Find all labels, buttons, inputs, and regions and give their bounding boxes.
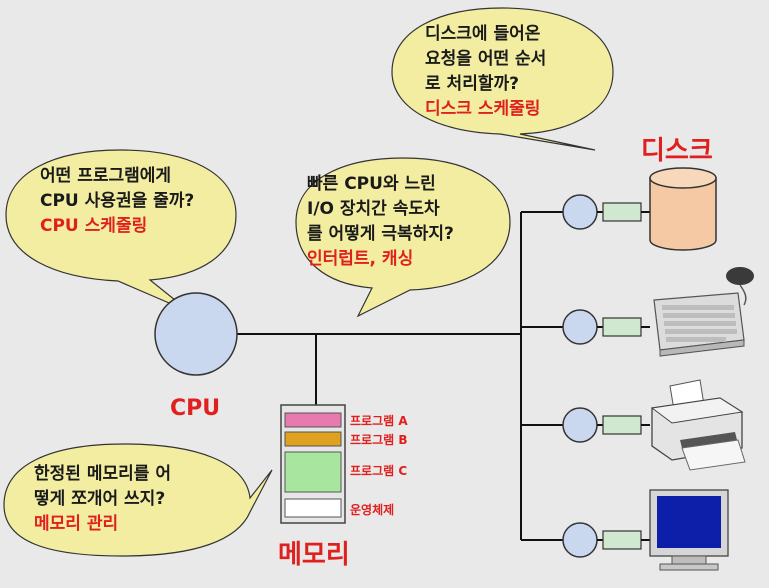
io-bubble-text: 빠른 CPU와 느린 I/O 장치간 속도차 를 어떻게 극복하지? 인터럽트,… (307, 172, 454, 272)
disk-icon (649, 167, 717, 251)
cpu-label: CPU (170, 396, 221, 421)
cpu-answer: CPU 스케줄링 (40, 216, 148, 236)
io-answer: 인터럽트, 캐싱 (307, 249, 414, 269)
memory-question-line: 한정된 메모리를 어 (34, 464, 171, 484)
memory-block-label: 프로그램 B (350, 433, 408, 447)
disk-bubble (391, 7, 614, 151)
printer-icon (650, 379, 746, 471)
memory-bubble-text: 한정된 메모리를 어 떻게 쪼개어 쓰지? 메모리 관리 (34, 462, 171, 537)
keyboard-icon (653, 267, 754, 357)
io-question-line: I/O 장치간 속도차 (307, 199, 440, 219)
memory-bubble (3, 443, 273, 557)
monitor-controller (562, 522, 650, 558)
disk-bubble-text: 디스크에 들어온 요청을 어떤 순서 로 처리할까? 디스크 스케줄링 (425, 22, 546, 122)
disk-question-line: 로 처리할까? (425, 74, 519, 94)
io-bubble (295, 157, 511, 318)
disk-controller (562, 194, 650, 230)
disk-label: 디스크 (641, 136, 713, 166)
memory-block-label: 운영체제 (350, 503, 395, 517)
disk-question-line: 디스크에 들어온 (425, 24, 541, 44)
printer-controller (562, 407, 650, 443)
io-question-line: 를 어떻게 극복하지? (307, 224, 454, 244)
memory-label: 메모리 (278, 540, 350, 570)
cpu-question-line: CPU 사용권을 줄까? (40, 191, 195, 211)
cpu-bubble-text: 어떤 프로그램에게 CPU 사용권을 줄까? CPU 스케줄링 (40, 164, 194, 239)
keyboard-controller (562, 309, 650, 345)
cpu-question-line: 어떤 프로그램에게 (40, 166, 172, 186)
memory-stack (280, 404, 346, 524)
disk-answer: 디스크 스케줄링 (425, 99, 541, 119)
memory-question-line: 떻게 쪼개어 쓰지? (34, 489, 166, 509)
cpu-bubble (5, 149, 237, 313)
monitor-icon (649, 489, 729, 571)
memory-answer: 메모리 관리 (34, 514, 119, 534)
memory-block-label: 프로그램 C (350, 464, 408, 478)
memory-block-label: 프로그램 A (350, 414, 408, 428)
disk-question-line: 요청을 어떤 순서 (425, 49, 547, 69)
io-question-line: 빠른 CPU와 느린 (307, 174, 436, 194)
cpu-node (154, 292, 238, 376)
